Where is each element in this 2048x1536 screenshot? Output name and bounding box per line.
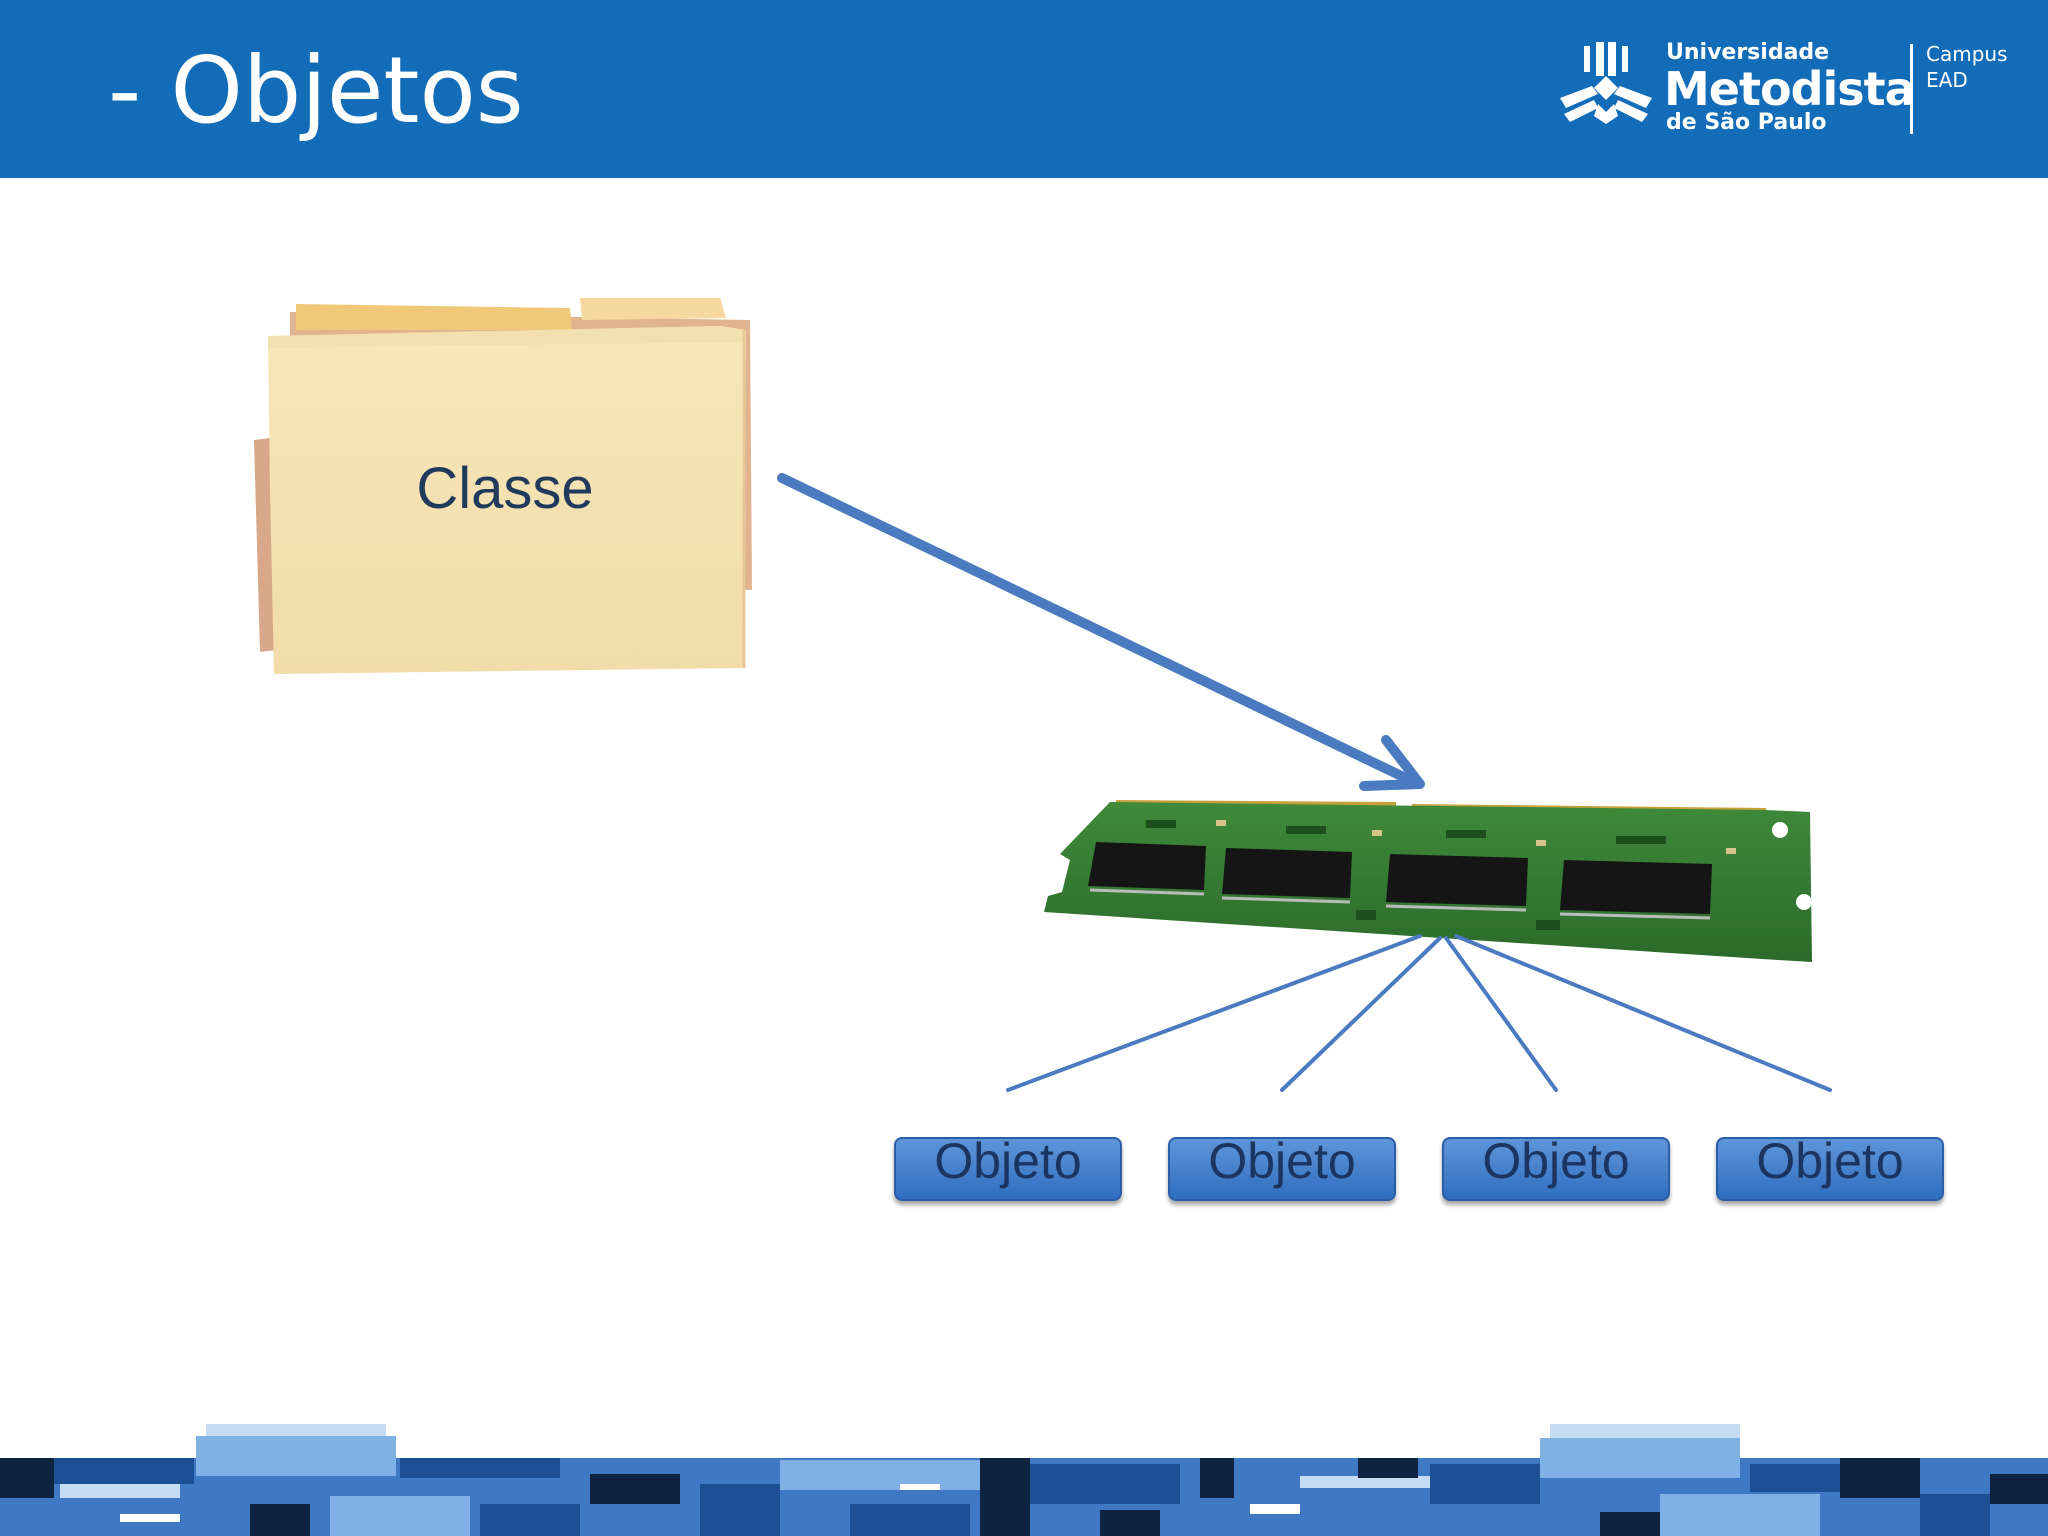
folder-icon	[254, 298, 752, 674]
object-box: Objeto	[1168, 1136, 1396, 1201]
logo-divider	[1910, 44, 1913, 134]
logo-text-metodista: Metodista	[1664, 62, 1916, 116]
class-to-memory-arrow	[777, 473, 1423, 789]
memory-module-icon	[1044, 800, 1812, 962]
logo-text-sao-paulo: de São Paulo	[1666, 110, 1827, 135]
footer-decoration	[0, 1424, 2048, 1536]
object-box: Objeto	[1442, 1136, 1670, 1201]
arrowhead-icon	[1359, 735, 1425, 791]
header-bar: - Objetos Universidade Metodista d	[0, 0, 2048, 178]
university-logo: Universidade Metodista de São Paulo Camp…	[1558, 38, 2018, 142]
logo-text-ead: EAD	[1926, 68, 1968, 92]
object-box: Objeto	[1716, 1136, 1944, 1201]
logo-text-campus: Campus	[1926, 42, 2008, 66]
class-label: Classe	[416, 456, 594, 521]
slide-title: - Objetos	[108, 37, 524, 144]
logo-text-universidade: Universidade	[1666, 40, 1830, 65]
object-box: Objeto	[894, 1136, 1122, 1201]
university-logo-mark-icon	[1560, 42, 1652, 124]
